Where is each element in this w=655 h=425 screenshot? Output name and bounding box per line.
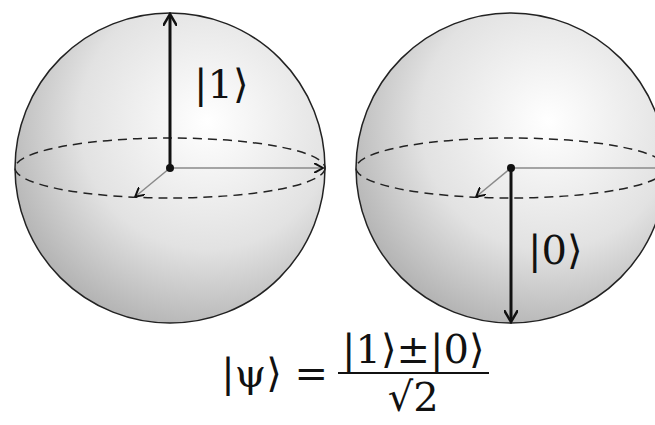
fraction-bar	[338, 372, 489, 374]
bloch-sphere: |1⟩	[12, 10, 328, 326]
bloch-sphere: |0⟩	[353, 10, 655, 326]
sphere-drawing	[353, 10, 655, 326]
equation-part: √2	[388, 375, 439, 419]
equation-part: |ψ⟩ =	[221, 351, 328, 395]
state-label: |1⟩	[194, 62, 249, 106]
equation-part: |1⟩±|0⟩	[342, 327, 485, 371]
sphere-drawing	[12, 10, 328, 326]
state-label: |0⟩	[528, 228, 583, 272]
